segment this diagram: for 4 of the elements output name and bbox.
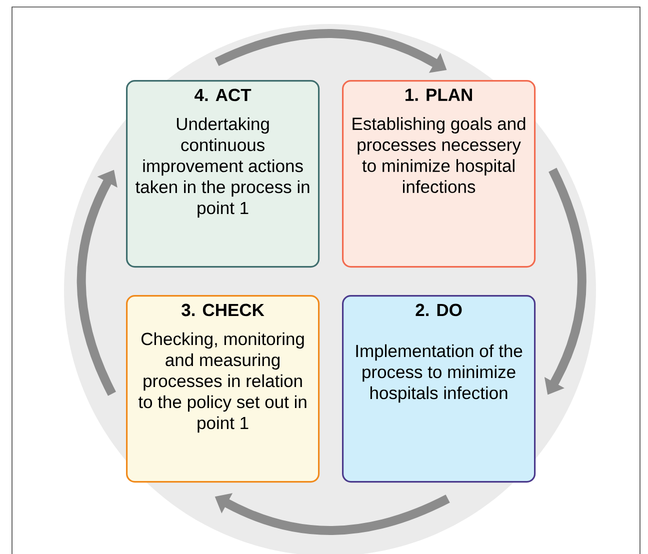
stage-box: 3. CHECK Checking, monitoring and measuring processes in relation to the policy set out in point 1	[126, 295, 320, 483]
stage-box: 1. PLAN Establishing goals and processes necessery to minimize hospital infections	[342, 80, 536, 268]
stage-box: 4. ACT Undertaking continuous improvement actions taken in the process in point 1	[126, 80, 320, 268]
stage-box: 2. DO Implementation of the process to minimize hospitals infection	[342, 295, 536, 483]
